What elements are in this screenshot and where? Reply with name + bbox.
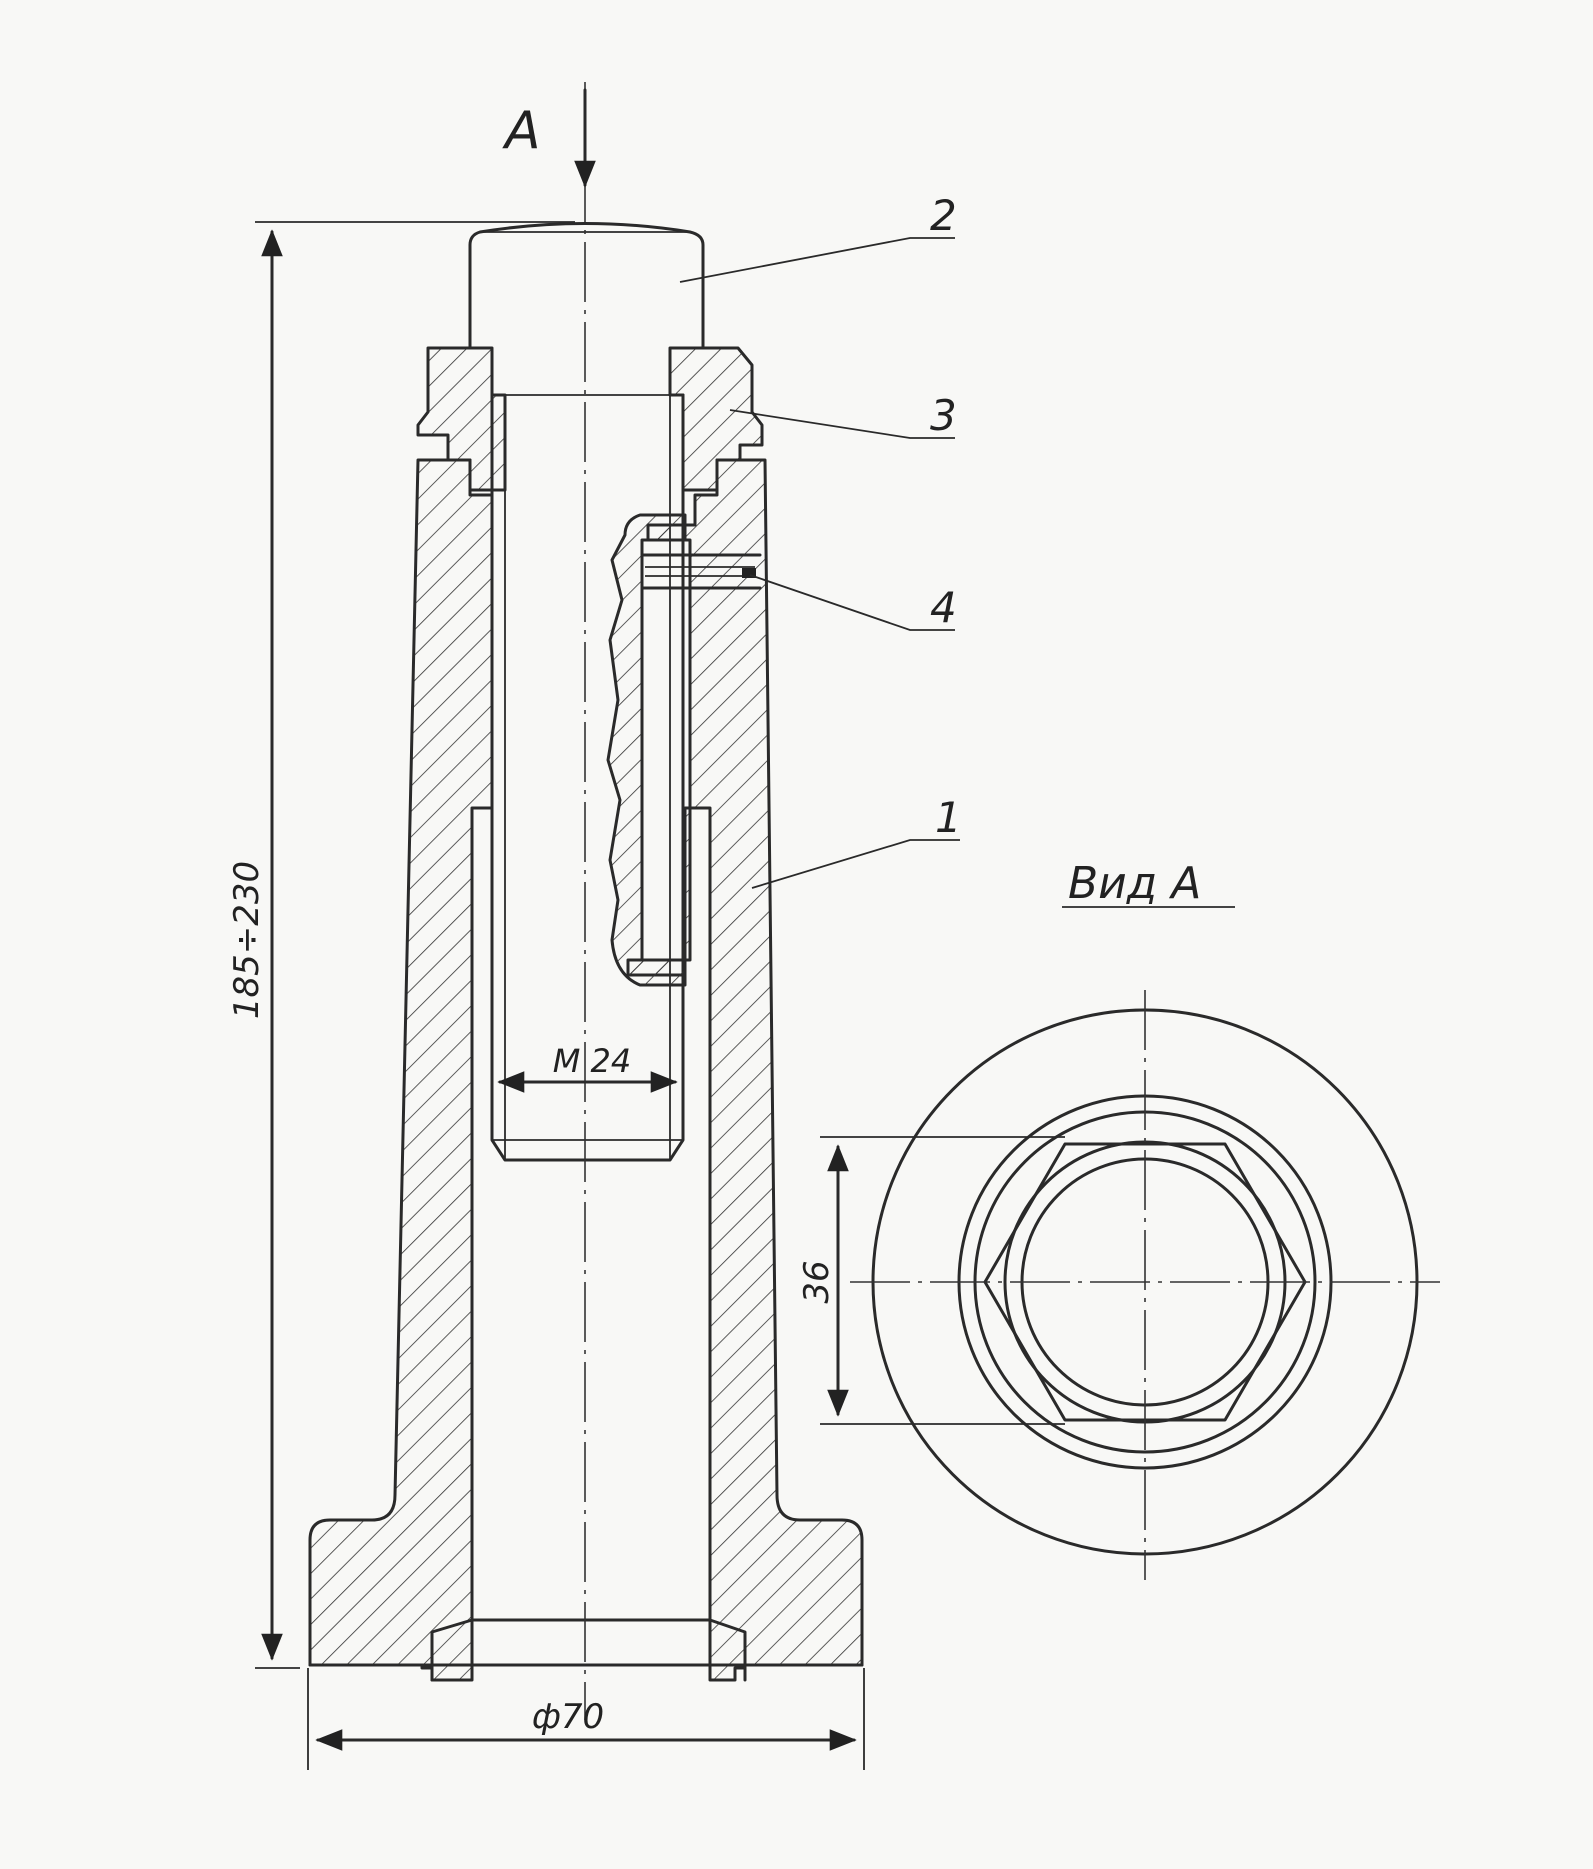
height-dimension: 185÷230 [227,221,575,1669]
height-dimension-label: 185÷230 [227,861,267,1019]
view-arrow-label: А [502,101,541,161]
body-right-wall [626,458,864,1682]
callout-1: 1 [935,793,962,842]
callout-4: 4 [930,583,957,632]
thread-dimension-label: М 24 [553,1042,632,1080]
keyway-groove [606,513,687,987]
diameter-dimension: ф70 [307,1668,865,1770]
hex-size-label: 36 [797,1260,837,1303]
callout-2: 2 [930,191,957,240]
callout-3: 3 [930,391,957,440]
diameter-dimension-label: ф70 [532,1697,604,1737]
callout-leaders [679,237,960,889]
view-a: Вид А 36 [797,858,1440,1580]
screw-head [468,222,705,350]
locking-screw [640,553,762,590]
thread-dimension: М 24 [497,1042,678,1093]
section-view [308,82,864,1720]
view-arrow: А [502,88,596,188]
screw-shank [490,393,685,1162]
body-left-wall [308,458,494,1682]
base-recess [430,1618,747,1682]
view-caption: Вид А [1068,858,1201,909]
